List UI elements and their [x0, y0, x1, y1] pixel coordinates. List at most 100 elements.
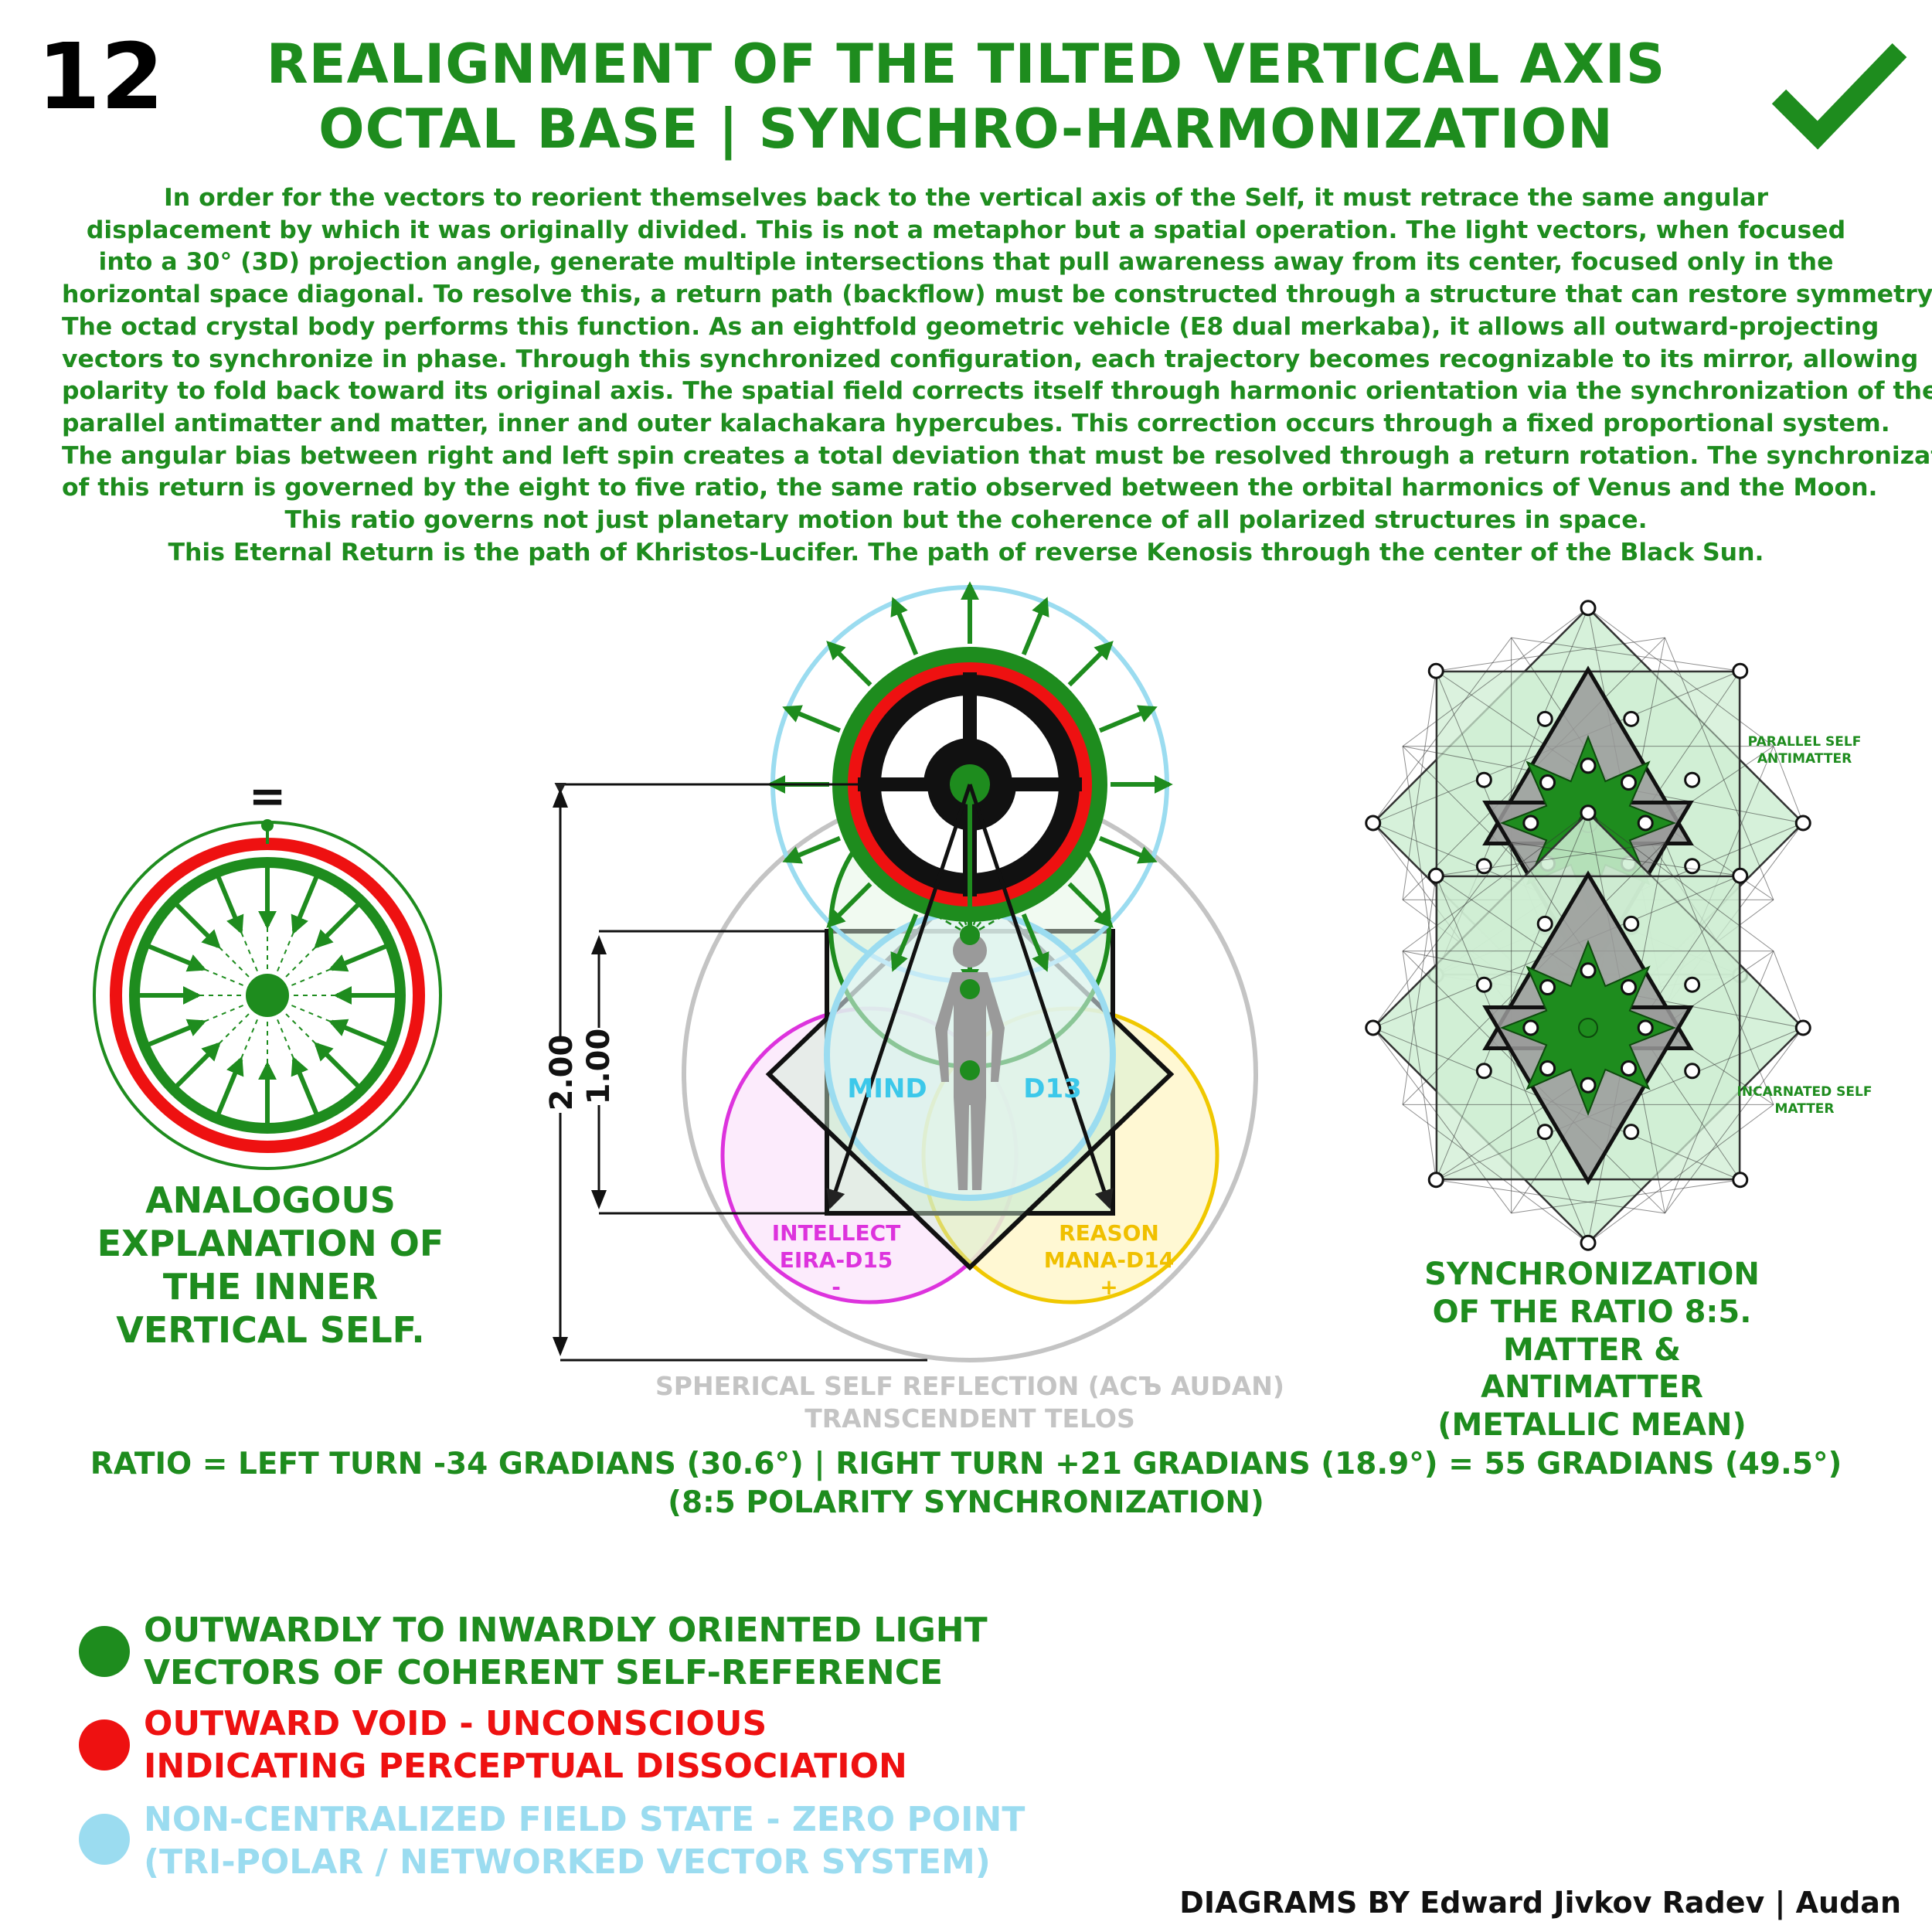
legend-text-line: VECTORS OF COHERENT SELF-REFERENCE [144, 1653, 944, 1692]
outward-vector [1098, 705, 1158, 733]
ratio-line-2: (8:5 POLARITY SYNCHRONIZATION) [668, 1485, 1264, 1520]
outward-vector [1021, 597, 1049, 656]
d13-label: D13 [1023, 1073, 1082, 1104]
equals-symbol: = [249, 770, 287, 822]
outward-vector [890, 597, 919, 656]
crystal-node [1536, 710, 1553, 727]
crystal-node [1684, 976, 1701, 993]
crystal-node [1539, 1060, 1556, 1077]
right-caption-line: (METALLIC MEAN) [1437, 1407, 1747, 1444]
web-line [1402, 951, 1437, 1180]
web-line [1402, 1104, 1589, 1243]
inward-vector-trace [288, 1003, 331, 1022]
sphere-caption-line-2: TRANSCENDENT TELOS [804, 1403, 1135, 1434]
web-line [1664, 842, 1774, 1105]
crystal-node [1522, 1019, 1539, 1036]
inward-vector [216, 1056, 244, 1115]
web-line [1402, 607, 1589, 747]
description: In order for the vectors to reorient the… [62, 182, 1932, 569]
crystal-node [1475, 976, 1492, 993]
dimension-outer-label: 2.00 [544, 1035, 580, 1111]
legend-dot-red [79, 1719, 130, 1770]
inward-vector [314, 1042, 360, 1088]
inward-vector [328, 944, 387, 972]
inward-vector [148, 944, 207, 972]
crystal-node [1580, 757, 1597, 774]
right-caption: SYNCHRONIZATION OF THE RATIO 8:5. MATTER… [1391, 1256, 1793, 1444]
left-caption-line: THE INNER [162, 1266, 379, 1308]
title-line-2: OCTAL BASE | SYNCHRO-HARMONIZATION [318, 97, 1614, 161]
human-figure-icon [935, 934, 1005, 1190]
left-caption-line: EXPLANATION OF [97, 1223, 444, 1265]
inward-vector [175, 1042, 221, 1088]
description-line: In order for the vectors to reorient the… [163, 184, 1769, 212]
right-caption-line: SYNCHRONIZATION [1424, 1257, 1760, 1292]
web-line [1587, 607, 1774, 747]
web-line [1402, 746, 1437, 975]
description-line: polarity to fold back toward its origina… [62, 377, 1932, 406]
web-line [1436, 637, 1665, 672]
web-line [1664, 951, 1774, 1214]
inward-vector [291, 876, 319, 935]
crystal-node [1637, 815, 1654, 832]
web-line [1773, 951, 1804, 1029]
fan-vector [904, 857, 971, 936]
crystal-node [1580, 804, 1597, 821]
web-line [1664, 637, 1774, 900]
outward-vector [826, 641, 872, 687]
crystal-node [1684, 1063, 1701, 1080]
ratio-line-1: RATIO = LEFT TURN -34 GRADIANS (30.6°) |… [90, 1447, 1842, 1481]
web-line [1372, 842, 1512, 1029]
web-line [1587, 1104, 1774, 1243]
crystal-node [1794, 815, 1811, 832]
web-line [1436, 842, 1665, 876]
web-line [1402, 812, 1589, 952]
crystal-node [1623, 915, 1640, 932]
left-caption-line: VERTICAL SELF. [116, 1309, 425, 1352]
crystal-node [1684, 771, 1701, 788]
inward-vector-trace [204, 1003, 247, 1022]
description-line: displacement by which it was originally … [86, 216, 1846, 244]
description-line: This ratio governs not just planetary mo… [284, 506, 1648, 535]
web-line [1372, 1027, 1512, 1214]
inward-vector-trace [240, 1016, 260, 1059]
eira-label: EIRA-D15 [780, 1247, 893, 1273]
inward-vector-trace [283, 947, 316, 980]
web-line [1435, 812, 1589, 1180]
web-line [1435, 876, 1589, 1243]
inward-vector [328, 1019, 387, 1047]
mind-label: MIND [847, 1073, 927, 1104]
crystal-node [1623, 1124, 1640, 1141]
octad-crystal-diagram: PARALLEL SELF ANTIMATTER INCARNATED SELF… [1365, 600, 1872, 1251]
crystal-node [1539, 774, 1556, 791]
crystal-center [1578, 1018, 1598, 1038]
dimension-inner-label: 1.00 [581, 1029, 617, 1105]
inward-vector [314, 903, 360, 949]
outward-vector [782, 835, 842, 864]
crystal-node [1536, 1124, 1553, 1141]
inward-vector [175, 903, 221, 949]
legend-text-line: INDICATING PERCEPTUAL DISSOCIATION [144, 1747, 907, 1786]
inward-light-vectors [139, 867, 396, 1124]
web-line [1664, 1027, 1804, 1214]
ratio-statement: RATIO = LEFT TURN -34 GRADIANS (30.6°) |… [0, 1445, 1932, 1522]
description-line: The angular bias between right and left … [62, 441, 1932, 470]
crystal-node [1620, 774, 1637, 791]
crystal-node [1475, 1063, 1492, 1080]
web-line [1436, 1179, 1665, 1214]
crystal-node [1539, 979, 1556, 996]
crystal-node [1794, 1019, 1811, 1036]
inward-vector-trace [219, 1011, 252, 1044]
web-line [1372, 637, 1512, 824]
intellect-label: INTELLECT [772, 1220, 901, 1246]
crystal-node [1684, 858, 1701, 875]
matter-label: MATTER [1774, 1101, 1834, 1117]
inward-vector-trace [275, 932, 294, 975]
crystal-node [1732, 662, 1749, 679]
matter-octad [1365, 804, 1811, 1251]
legend-text-line: NON-CENTRALIZED FIELD STATE - ZERO POINT [144, 1800, 1026, 1839]
left-caption-line: ANALOGOUS [145, 1179, 396, 1221]
crystal-node [1580, 1234, 1597, 1251]
crystal-node [1365, 815, 1382, 832]
incarnated-self-label: INCARNATED SELF [1737, 1084, 1872, 1100]
